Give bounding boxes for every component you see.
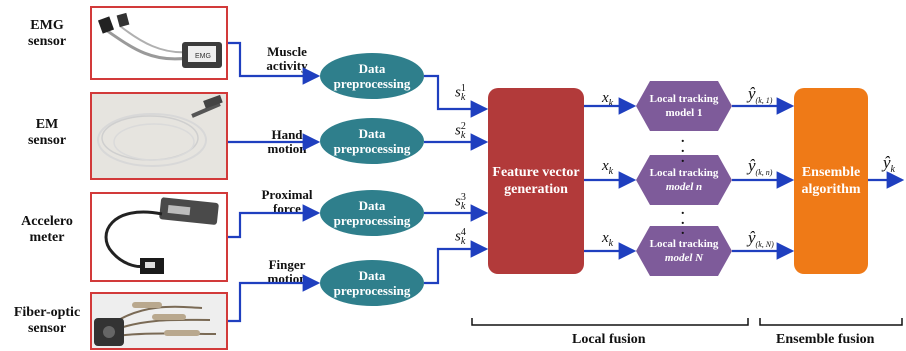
feature-vector-symbol-1: xk [602,90,614,109]
signal-label-finger-motion: Finger motion [267,257,307,286]
ellipsis-dots-1: ... [681,131,685,166]
signal-label-muscle-activity: Muscle activity [266,44,308,73]
sensor-label-em: EM sensor [27,117,67,148]
ellipsis-dots-2: ... [681,203,685,238]
ensemble-fusion-label: Ensemble fusion [776,332,875,347]
signal-label-hand-motion: Hand motion [267,127,307,156]
sensor-label-fiber-optic: Fiber-optic sensor [13,305,81,336]
signal-label-proximal-force: Proximal force [261,187,313,216]
tracker-output-N: ŷ(k, N) [748,228,774,249]
final-output-symbol: ŷk [883,153,895,175]
accelerometer-photo [90,192,228,282]
tracker-output-1: ŷ(k, 1) [748,84,773,105]
emg-sensor-photo: EMG [90,6,228,80]
feature-vector-symbol-3: xk [602,230,614,249]
tracker-output-n: ŷ(k, n) [748,156,773,177]
sensor-label-emg: EMG sensor [27,18,67,49]
feature-vector-symbol-2: xk [602,158,614,177]
local-fusion-label: Local fusion [572,332,646,347]
em-sensor-photo [90,92,228,180]
fiber-optic-photo [90,292,228,350]
emg-box-text: EMG [195,53,211,60]
sensor-label-accelerometer: Accelero meter [21,214,73,245]
